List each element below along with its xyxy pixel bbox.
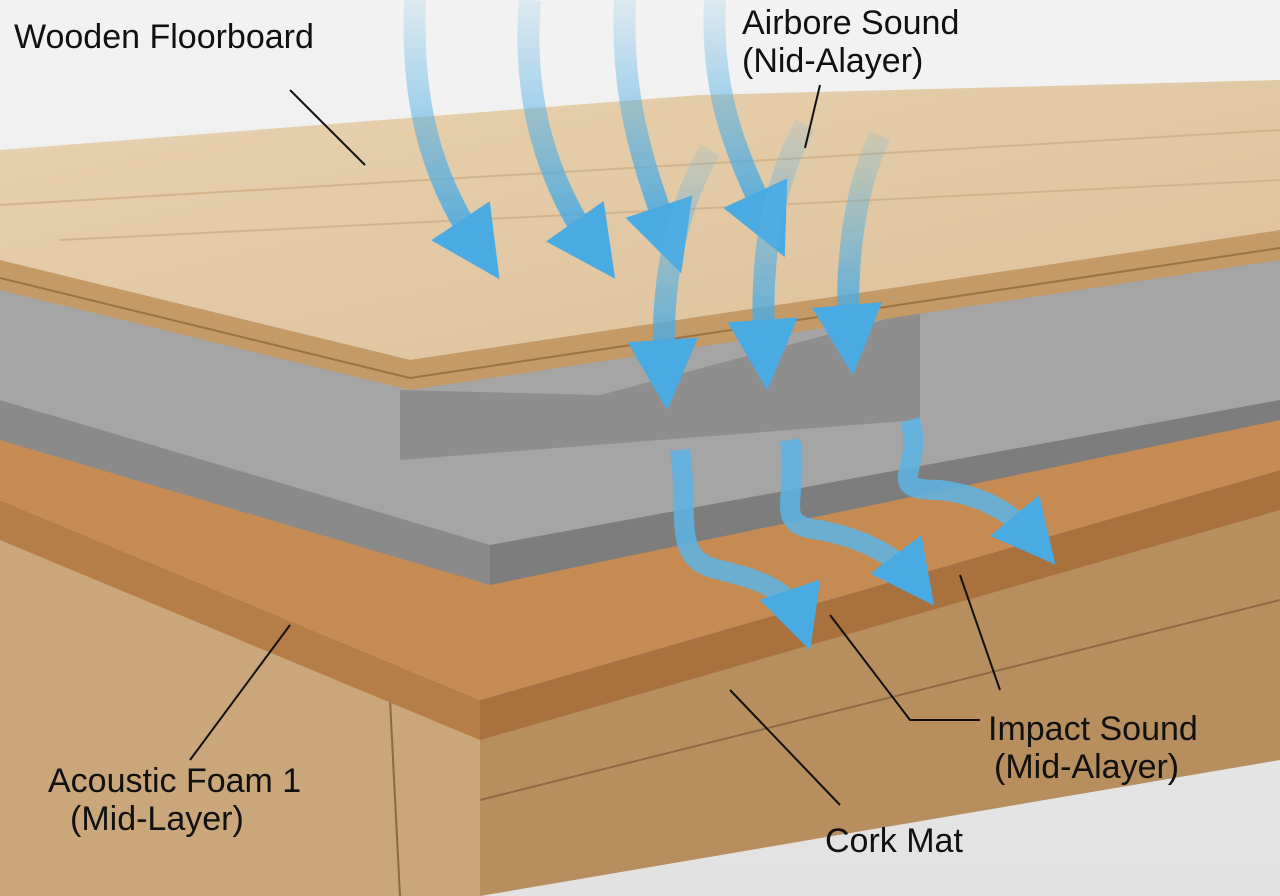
sound-arrow (812, 130, 891, 376)
sound-arrow (897, 417, 1056, 565)
label-acoustic-foam: Acoustic Foam 1 (Mid-Layer) (48, 762, 301, 838)
label-airborne-line1: Airbore Sound (742, 4, 960, 42)
label-foam-line2: (Mid-Layer) (70, 800, 244, 838)
impact-sound-arrows (670, 417, 1056, 651)
airborne-sound-arrows (403, 0, 891, 411)
label-wooden-floorboard: Wooden Floorboard (14, 18, 314, 56)
label-foam-line1: Acoustic Foam 1 (48, 762, 302, 800)
label-airborne-line2: (Nid-Alayer) (742, 42, 924, 80)
sound-arrow (703, 0, 788, 257)
sound-arrow (403, 0, 500, 280)
sound-arrow (780, 438, 935, 606)
leader-lines (189, 84, 1001, 806)
label-cork-mat: Cork Mat (825, 822, 963, 860)
sound-arrow (517, 0, 616, 279)
sound-arrow (613, 0, 693, 274)
label-impact-line1: Impact Sound (988, 710, 1198, 748)
base-wood-block (0, 500, 1280, 896)
label-impact-line2: (Mid-Alayer) (994, 748, 1180, 786)
label-airborne-sound: Airbore Sound (Nid-Alayer) (742, 4, 959, 80)
sound-arrow (627, 144, 720, 411)
label-impact-sound: Impact Sound (Mid-Alayer) (988, 710, 1198, 786)
sound-arrow (670, 448, 821, 651)
sound-arrow (727, 119, 815, 391)
